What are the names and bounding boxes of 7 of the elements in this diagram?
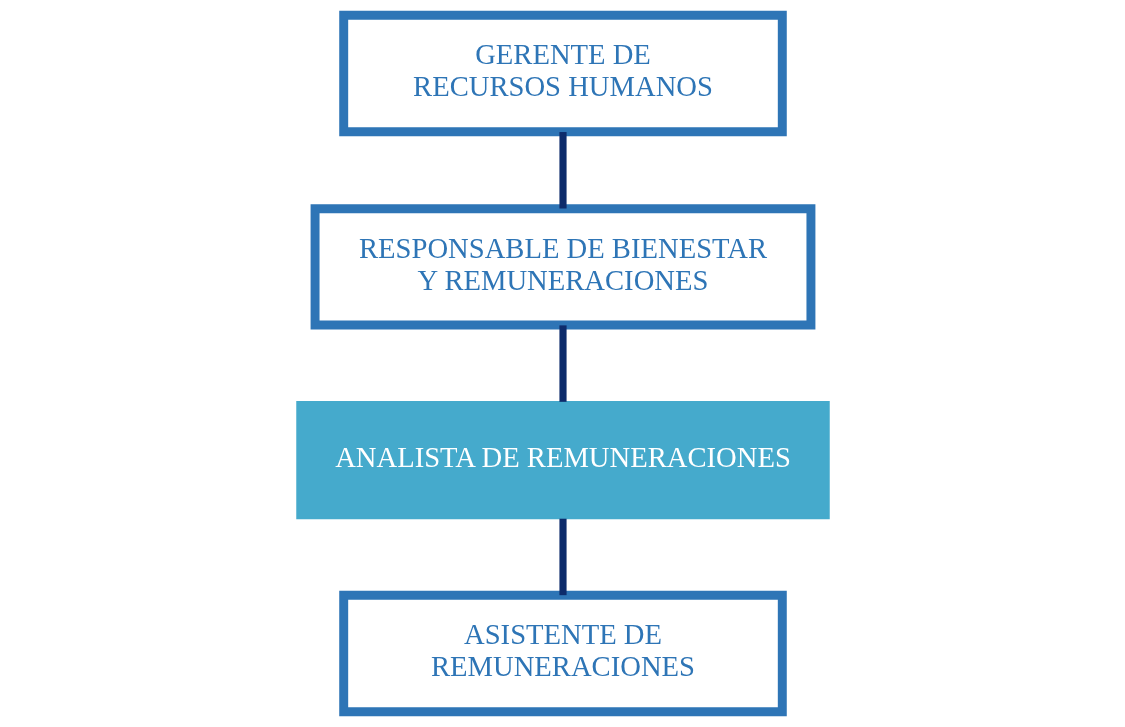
node-box: GERENTE DE RECURSOS HUMANOS [338,10,787,137]
node-box: ANALISTA DE REMUNERACIONES [295,401,830,520]
node-box: ASISTENTE DE REMUNERACIONES [338,590,787,717]
connector [558,132,567,209]
node-box: RESPONSABLE DE BIENESTAR Y REMUNERACIONES [310,204,815,330]
connector [558,325,567,402]
connector [558,518,567,596]
